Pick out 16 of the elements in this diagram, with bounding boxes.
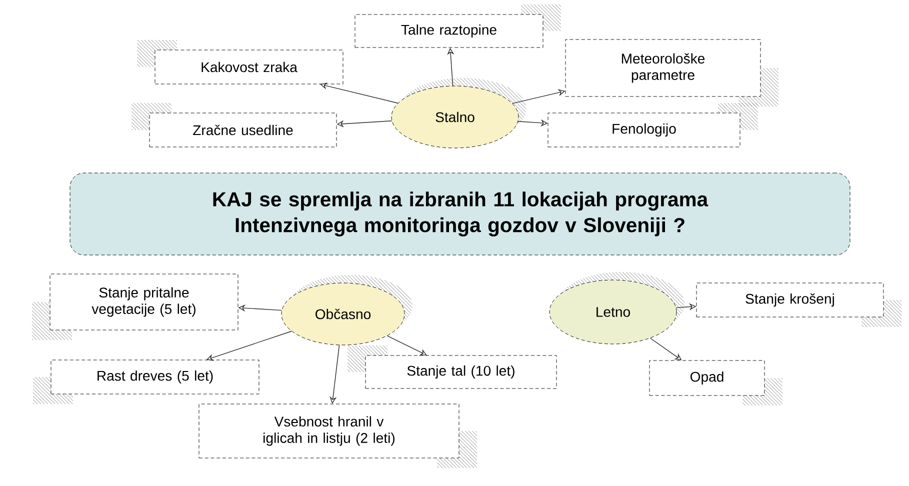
topic-box: Fenologijo <box>548 112 740 148</box>
title-panel: KAJ se spremlja na izbranih 11 lokacijah programa Intenzivnega monitoringa gozdov v Sloveniji ? <box>70 172 850 256</box>
topic-box: Meteorološke parametre <box>565 39 761 97</box>
topic-box: Stanje tal (10 let) <box>365 355 557 389</box>
oval-node: Letno <box>549 280 677 344</box>
topic-box: Kakovost zraka <box>154 50 344 84</box>
topic-box: Rast dreves (5 let) <box>50 360 260 394</box>
topic-box: Stanje krošenj <box>696 282 884 318</box>
oval-node: Stalno <box>391 86 519 148</box>
topic-box: Opad <box>649 360 765 396</box>
oval-node: Občasno <box>281 282 405 346</box>
topic-box: Talne raztopine <box>354 14 544 48</box>
topic-box: Vsebnost hranil v iglicah in listju (2 leti) <box>198 404 460 458</box>
topic-box: Stanje pritalne vegetacije (5 let) <box>50 274 238 330</box>
topic-box: Zračne usedline <box>149 112 337 148</box>
arrow <box>386 335 427 356</box>
